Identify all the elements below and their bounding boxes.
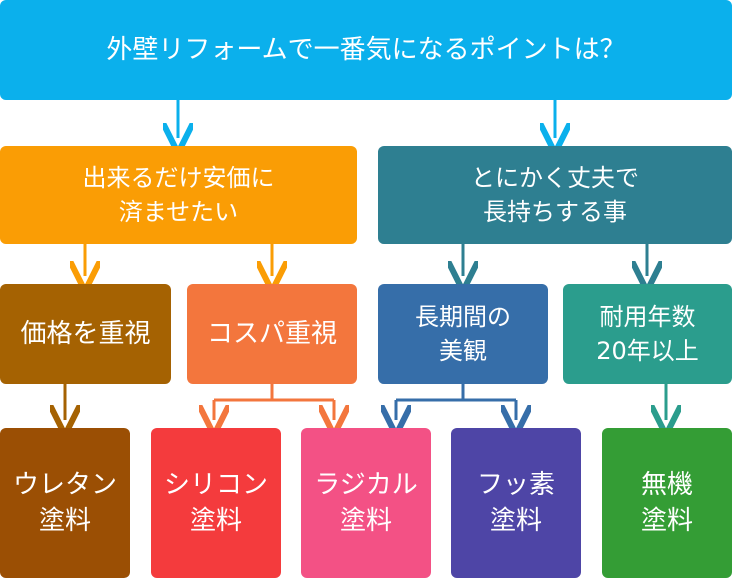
cheap-option-label: 出来るだけ安価に 済ませたい xyxy=(82,164,275,226)
inorganic-paint-box: 無機 塗料 xyxy=(602,428,732,578)
silicone-paint-label: シリコン 塗料 xyxy=(163,470,268,536)
cheap-option-box: 出来るだけ安価に 済ませたい xyxy=(0,146,357,244)
urethane-paint-box: ウレタン 塗料 xyxy=(0,428,130,578)
fluorine-paint-box: フッ素 塗料 xyxy=(451,428,581,578)
question-box: 外壁リフォームで一番気になるポイントは？ xyxy=(0,0,732,100)
inorganic-paint-label: 無機 塗料 xyxy=(640,470,693,536)
bracket-cospa xyxy=(212,384,336,420)
radical-paint-box: ラジカル 塗料 xyxy=(301,428,431,578)
durable-option-label: とにかく丈夫で 長持ちする事 xyxy=(471,164,639,226)
urethane-paint-label: ウレタン 塗料 xyxy=(12,470,117,536)
price-priority-box: 価格を重視 xyxy=(0,284,171,384)
durability-years-label: 耐用年数 20年以上 xyxy=(596,303,699,365)
radical-paint-label: ラジカル 塗料 xyxy=(314,470,418,536)
long-term-appearance-box: 長期間の 美観 xyxy=(378,284,548,384)
durability-years-box: 耐用年数 20年以上 xyxy=(563,284,732,384)
question-label: 外壁リフォームで一番気になるポイントは？ xyxy=(106,35,626,65)
durable-option-box: とにかく丈夫で 長持ちする事 xyxy=(378,146,732,244)
cost-performance-box: コスパ重視 xyxy=(187,284,357,384)
long-term-appearance-label: 長期間の 美観 xyxy=(415,303,511,365)
price-priority-label: 価格を重視 xyxy=(20,319,151,349)
bracket-longterm xyxy=(394,384,518,420)
cost-performance-label: コスパ重視 xyxy=(206,319,337,349)
fluorine-paint-label: フッ素 塗料 xyxy=(476,470,555,536)
silicone-paint-box: シリコン 塗料 xyxy=(151,428,281,578)
